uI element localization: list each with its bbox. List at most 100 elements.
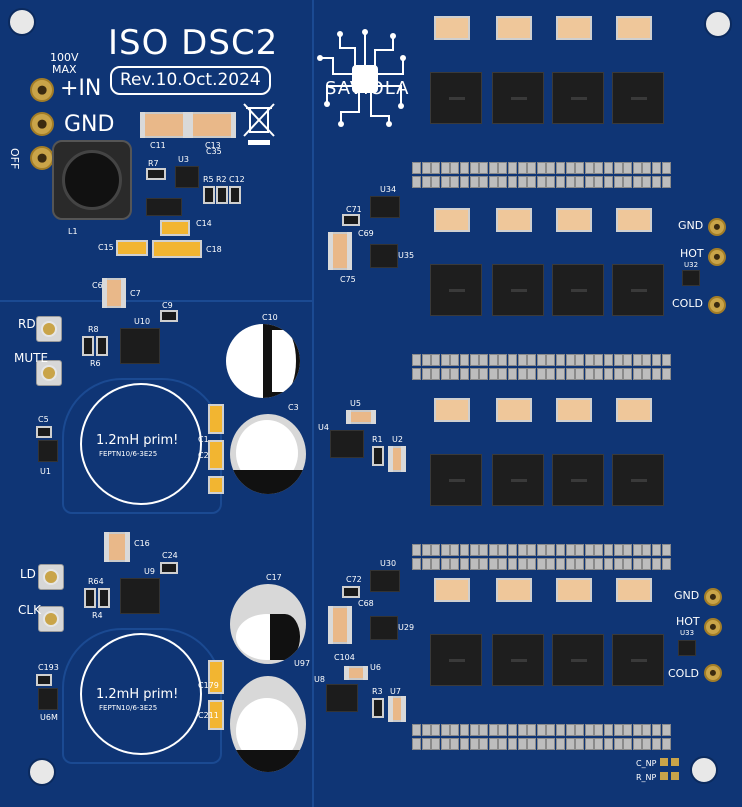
bank-4-passive — [661, 724, 671, 736]
bank-2-passive — [623, 354, 633, 366]
bank-4-passive — [527, 738, 537, 750]
bank-2-passive — [508, 368, 517, 380]
bank-3-passive — [450, 544, 460, 556]
bank-4-passive — [421, 724, 431, 736]
bank-2-passive — [613, 368, 623, 380]
pad-in[interactable] — [30, 78, 54, 102]
bank-1-mosfet-3 — [547, 72, 609, 124]
ic-u4 — [326, 430, 368, 458]
bank-4-passive — [642, 724, 652, 736]
designator-c6: C6 — [92, 281, 103, 290]
ic-u32 — [678, 270, 704, 286]
elcap-c10 — [226, 324, 300, 398]
ic-u9 — [116, 578, 164, 614]
bank-2-passive — [604, 354, 613, 366]
bank-2-passive — [431, 354, 441, 366]
bank-3-passive — [527, 544, 537, 556]
designator-u29: U29 — [398, 623, 415, 632]
bank-4-passive — [546, 724, 556, 736]
out2-hot-pad[interactable] — [704, 618, 722, 636]
out2-gnd-pad[interactable] — [704, 588, 722, 606]
bank-2-passive — [440, 368, 450, 380]
bank-4-passive — [604, 724, 613, 736]
bank-3-passive — [623, 558, 633, 570]
coax-ld[interactable] — [38, 564, 64, 590]
designator-u6m: U6M — [40, 713, 58, 722]
bank-3-passive — [565, 558, 575, 570]
bank-4-passive — [469, 738, 479, 750]
out2-hot-label: HOT — [676, 615, 700, 628]
bank-3-passive — [440, 544, 450, 556]
jumper-pad-c1[interactable] — [660, 758, 668, 766]
bank-3-passive — [431, 544, 441, 556]
bank-2-passive — [527, 368, 537, 380]
bank-2-passive — [652, 354, 661, 366]
bank-4-passive — [479, 724, 489, 736]
designator-u33: U33 — [680, 629, 695, 637]
bank-1-cap-3 — [556, 16, 592, 40]
bank-3-passive — [527, 558, 537, 570]
bank-3-mosfet-1 — [425, 454, 487, 506]
bank-2-passive — [460, 354, 469, 366]
designator-c2: C2 — [198, 451, 209, 460]
designator-r6: R6 — [90, 359, 101, 368]
bank-1-passive — [632, 162, 642, 174]
designator-c71: C71 — [346, 205, 362, 214]
ic-u34 — [366, 196, 404, 218]
bank-2-passive — [440, 354, 450, 366]
jumper-pad-r2[interactable] — [671, 772, 679, 780]
label-ld: LD — [20, 567, 36, 581]
pad-gnd[interactable] — [30, 112, 54, 136]
bank-2-passive — [584, 354, 594, 366]
bank-4-passive — [412, 724, 421, 736]
bank-1-cap-4 — [616, 16, 652, 40]
jumper-pad-c2[interactable] — [671, 758, 679, 766]
designator-c211: C211 — [198, 711, 219, 720]
coax-rd[interactable] — [36, 316, 62, 342]
label-off: OFF — [8, 148, 21, 170]
bank-3-passive — [460, 544, 469, 556]
bank-2-mosfet-3 — [547, 264, 609, 316]
bank-2-passive — [565, 368, 575, 380]
out1-gnd-pad[interactable] — [708, 218, 726, 236]
designator-c17: C17 — [266, 573, 282, 582]
pad-off[interactable] — [30, 146, 54, 170]
out1-cold-pad[interactable] — [708, 296, 726, 314]
bank-4-passive — [479, 738, 489, 750]
bank-3-passive — [498, 544, 508, 556]
designator-c72: C72 — [346, 575, 362, 584]
ic-u8 — [322, 684, 362, 712]
elcap-c3 — [230, 414, 306, 494]
ic-u35 — [366, 244, 402, 268]
bank-4-passive — [575, 738, 585, 750]
jumper-pad-r1[interactable] — [660, 772, 668, 780]
bank-3-passive — [556, 544, 565, 556]
bank-2-passive — [517, 368, 527, 380]
bank-4-passive — [508, 738, 517, 750]
bank-3-passive — [469, 544, 479, 556]
bank-3-passive — [661, 558, 671, 570]
coax-mute[interactable] — [36, 360, 62, 386]
label-in: +IN — [60, 76, 102, 101]
bank-3-passive — [546, 558, 556, 570]
designator-r3: R3 — [372, 687, 383, 696]
coax-clk[interactable] — [38, 606, 64, 632]
bank-3-cap-4 — [616, 398, 652, 422]
cap-c211 — [208, 700, 224, 730]
designator-c68: C68 — [358, 599, 374, 608]
bank-1-passive — [469, 162, 479, 174]
out2-cold-pad[interactable] — [704, 664, 722, 682]
bank-3-passive — [604, 544, 613, 556]
bank-4-cap-4 — [616, 578, 652, 602]
out1-hot-pad[interactable] — [708, 248, 726, 266]
bank-2-passive — [613, 354, 623, 366]
mounting-hole-bottom-right — [690, 756, 718, 784]
designator-u5: U5 — [350, 399, 361, 408]
cap-c71 — [342, 214, 360, 226]
bank-4-passive — [546, 738, 556, 750]
bank-2-passive — [431, 368, 441, 380]
bank-3-passive — [488, 558, 498, 570]
voltage-note-line1: 100V — [50, 51, 79, 64]
toroid-2-outline — [62, 628, 222, 764]
cap-u6 — [344, 666, 368, 680]
